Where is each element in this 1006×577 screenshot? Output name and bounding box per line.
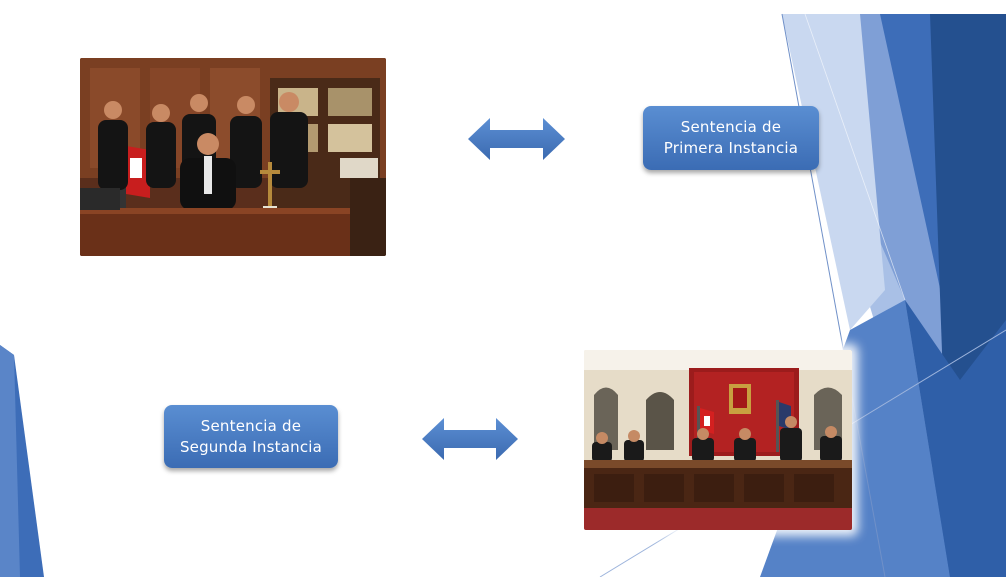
first-instance-label: Sentencia de Primera Instancia	[643, 106, 819, 170]
first-instance-label-line1: Sentencia de	[680, 118, 782, 136]
courtroom-tribunal-photo	[584, 350, 852, 530]
double-headed-arrow-icon	[468, 118, 565, 160]
double-headed-arrow-icon	[422, 418, 518, 460]
second-instance-label-line2: Segunda Instancia	[179, 437, 323, 456]
second-instance-label-line1: Sentencia de	[200, 416, 302, 435]
judges-office-photo	[80, 58, 386, 256]
first-instance-label-line2: Primera Instancia	[663, 139, 799, 157]
second-instance-label: Sentencia de Segunda Instancia	[164, 405, 338, 468]
